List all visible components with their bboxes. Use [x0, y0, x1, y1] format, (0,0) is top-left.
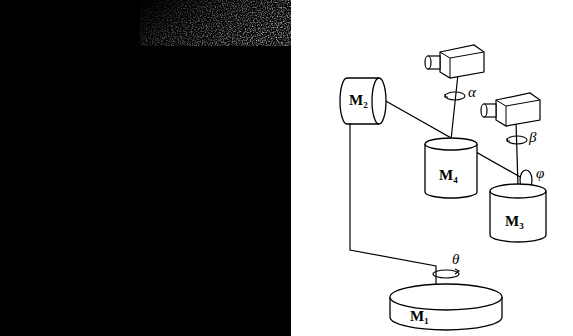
motor-label: M₃ — [505, 214, 524, 229]
angle-label: θ — [452, 252, 459, 267]
image-noise — [140, 0, 291, 46]
camera-symbol — [481, 93, 540, 126]
motor-cylinder: M₃ — [490, 184, 546, 242]
angle-label: φ — [536, 166, 544, 181]
angle-label: β — [529, 130, 536, 145]
cylinder-outline — [490, 184, 546, 242]
motor-label: M₄ — [439, 168, 458, 183]
angle-label: α — [468, 85, 476, 100]
camera-rod — [516, 122, 518, 186]
motor-label: M₁ — [410, 309, 429, 324]
motor-label: M₂ — [349, 93, 368, 108]
motor-cylinder: M₂ — [340, 78, 386, 124]
motor-cylinder: M₄ — [425, 138, 477, 198]
motor-cylinder: M₁ — [390, 284, 502, 330]
axis-link — [350, 123, 436, 284]
camera-image — [0, 0, 291, 336]
cylinder-outline — [390, 284, 502, 330]
camera-rod — [451, 74, 458, 140]
camera-symbol — [425, 45, 484, 78]
